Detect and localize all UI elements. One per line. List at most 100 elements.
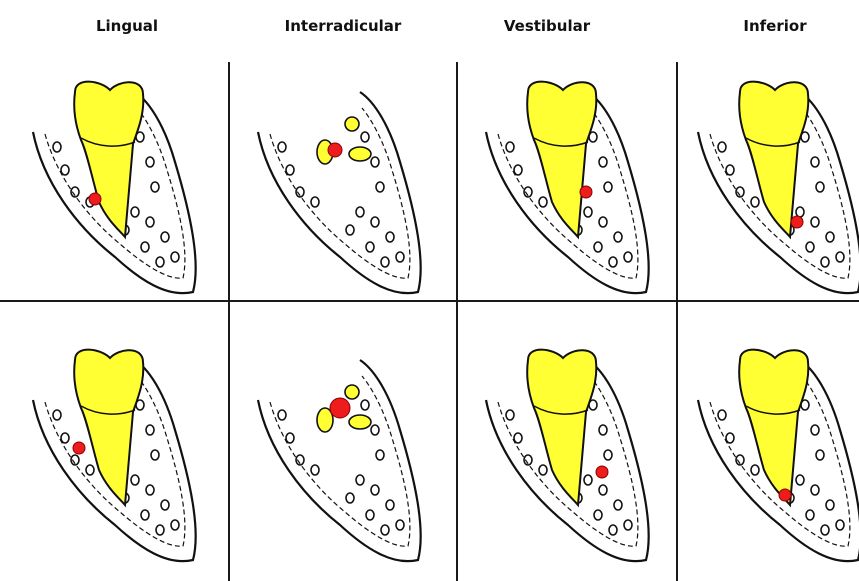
bone-pore — [396, 520, 404, 530]
canal-marker — [328, 143, 342, 157]
canal-marker — [580, 186, 592, 198]
bone-pore — [141, 242, 149, 252]
panel-vestibular-top — [468, 52, 668, 302]
tooth-shape — [74, 82, 143, 237]
bone-pore — [821, 525, 829, 535]
bone-pore — [609, 257, 617, 267]
canal-marker — [791, 216, 803, 228]
bone-pore — [836, 252, 844, 262]
bone-pore — [584, 475, 592, 485]
bone-pore — [584, 207, 592, 217]
column-divider-2 — [456, 62, 458, 581]
bone-pore — [371, 217, 379, 227]
bone-pore — [371, 157, 379, 167]
bone-pore — [751, 465, 759, 475]
tooth-shape — [739, 82, 808, 237]
bone-pore — [161, 500, 169, 510]
panel-inferior-bottom — [680, 320, 859, 570]
bone-pore — [366, 510, 374, 520]
bone-pore — [624, 520, 632, 530]
canal-marker — [596, 466, 608, 478]
bone-pore — [811, 485, 819, 495]
bone-pore — [726, 433, 734, 443]
jaw-outline — [258, 360, 421, 561]
bone-pore — [381, 257, 389, 267]
bone-pore — [599, 425, 607, 435]
bone-pore — [816, 182, 824, 192]
root-section — [349, 147, 371, 161]
bone-pore — [396, 252, 404, 262]
root-section — [345, 385, 359, 399]
bone-pore — [278, 142, 286, 152]
bone-pore — [386, 232, 394, 242]
bone-pore — [146, 157, 154, 167]
bone-pore — [811, 425, 819, 435]
canal-marker — [330, 398, 350, 418]
bone-pore — [376, 182, 384, 192]
bone-pore — [371, 485, 379, 495]
column-divider-1 — [228, 62, 230, 581]
tooth-shape — [74, 350, 143, 505]
bone-pore — [796, 207, 804, 217]
bone-pore — [539, 197, 547, 207]
bone-pore — [821, 257, 829, 267]
bone-pore — [53, 410, 61, 420]
bone-pore — [131, 475, 139, 485]
bone-pore — [594, 242, 602, 252]
bone-pore — [806, 510, 814, 520]
bone-pore — [614, 500, 622, 510]
bone-pore — [506, 410, 514, 420]
bone-pore — [811, 217, 819, 227]
bone-pore — [599, 485, 607, 495]
bone-pore — [376, 450, 384, 460]
bone-pore — [539, 465, 547, 475]
tooth-shape — [527, 82, 596, 237]
bone-pore — [594, 510, 602, 520]
bone-pore — [61, 433, 69, 443]
bone-pore — [146, 425, 154, 435]
canal-marker — [89, 193, 101, 205]
column-title-vestibular: Vestibular — [472, 14, 622, 38]
jaw-outline — [258, 92, 421, 293]
bone-pore — [599, 157, 607, 167]
bone-pore — [609, 525, 617, 535]
bone-pore — [286, 165, 294, 175]
bone-pore — [514, 165, 522, 175]
bone-pore — [311, 197, 319, 207]
bone-pore — [599, 217, 607, 227]
bone-pore — [836, 520, 844, 530]
panel-interradicular-bottom — [240, 320, 440, 570]
bone-pore — [624, 252, 632, 262]
bone-pore — [156, 525, 164, 535]
bone-pore — [86, 465, 94, 475]
bone-pore — [53, 142, 61, 152]
bone-pore — [61, 165, 69, 175]
bone-pore — [141, 510, 149, 520]
bone-pore — [171, 252, 179, 262]
bone-pore — [718, 410, 726, 420]
bone-pore — [718, 142, 726, 152]
bone-pore — [604, 182, 612, 192]
bone-pore — [361, 132, 369, 142]
bone-pore — [278, 410, 286, 420]
bone-pore — [171, 520, 179, 530]
bone-pore — [381, 525, 389, 535]
panel-interradicular-top — [240, 52, 440, 302]
panel-inferior-top — [680, 52, 859, 302]
bone-pore — [146, 485, 154, 495]
bone-pore — [371, 425, 379, 435]
tooth-shape — [527, 350, 596, 505]
bone-pore — [156, 257, 164, 267]
bone-pore — [151, 182, 159, 192]
bone-pore — [356, 475, 364, 485]
canal-marker — [73, 442, 85, 454]
bone-pore — [161, 232, 169, 242]
bone-pore — [361, 400, 369, 410]
panel-lingual-top — [15, 52, 215, 302]
bone-pore — [346, 493, 354, 503]
bone-pore — [386, 500, 394, 510]
bone-pore — [366, 242, 374, 252]
bone-pore — [826, 500, 834, 510]
bone-pore — [346, 225, 354, 235]
